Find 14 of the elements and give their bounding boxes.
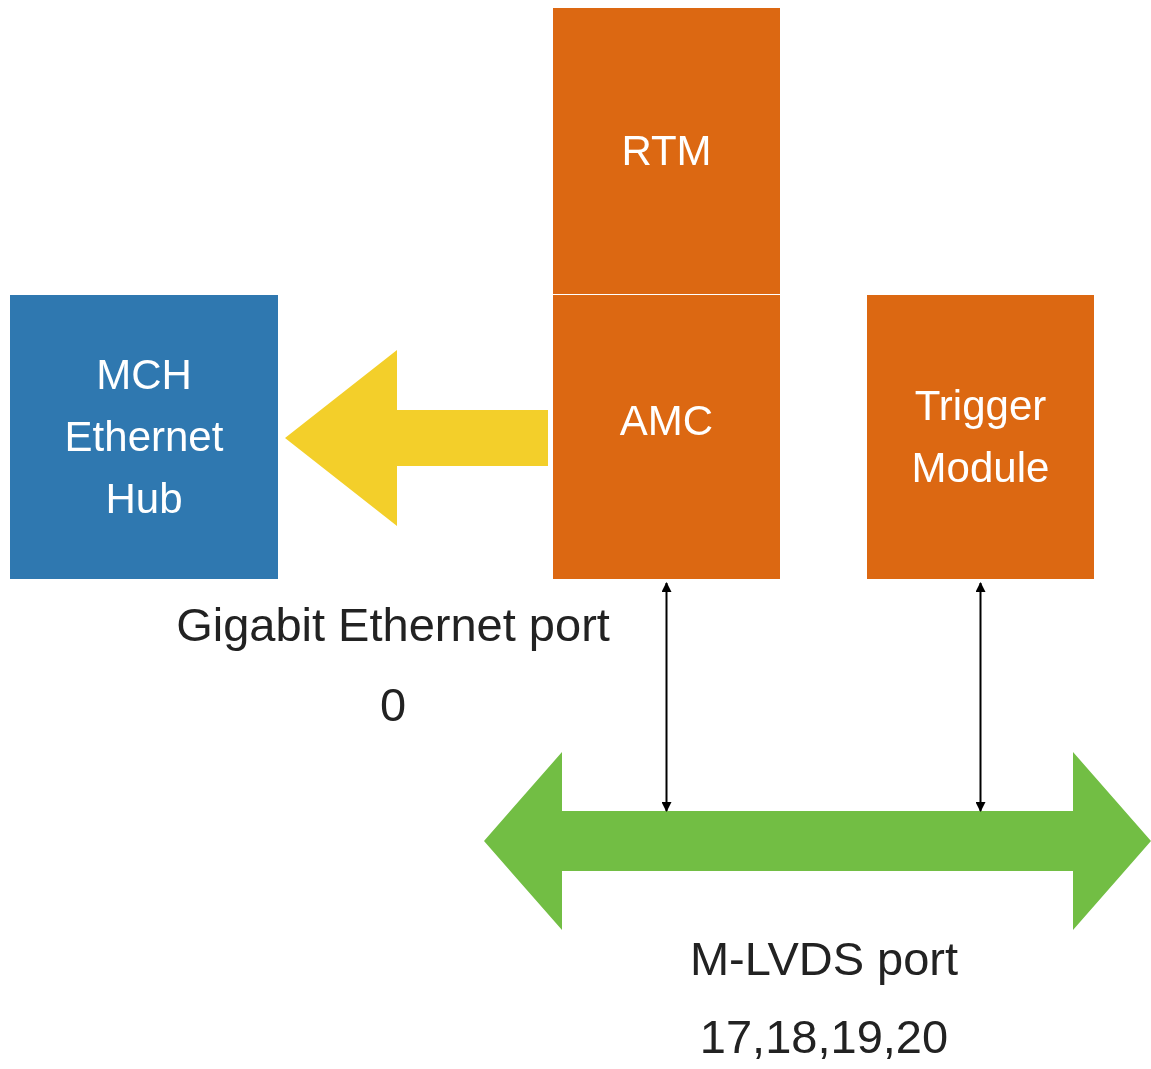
module-box	[867, 295, 1094, 579]
box-label: Trigger Module	[910, 381, 1051, 493]
bus-label: M-LVDS port 17,18,19,20	[688, 931, 960, 1065]
box-label: AMC	[618, 396, 715, 446]
box-label: RTM	[620, 126, 713, 176]
port-label: Gigabit Ethernet port 0	[175, 597, 611, 733]
arrow	[661, 582, 672, 812]
arrow	[975, 582, 986, 812]
module-box	[553, 8, 780, 294]
module-box	[553, 295, 780, 579]
bus-double-arrow	[484, 752, 1151, 930]
box-label: MCH Ethernet Hub	[63, 350, 225, 524]
thick-arrow	[285, 350, 548, 526]
module-box	[10, 295, 278, 579]
